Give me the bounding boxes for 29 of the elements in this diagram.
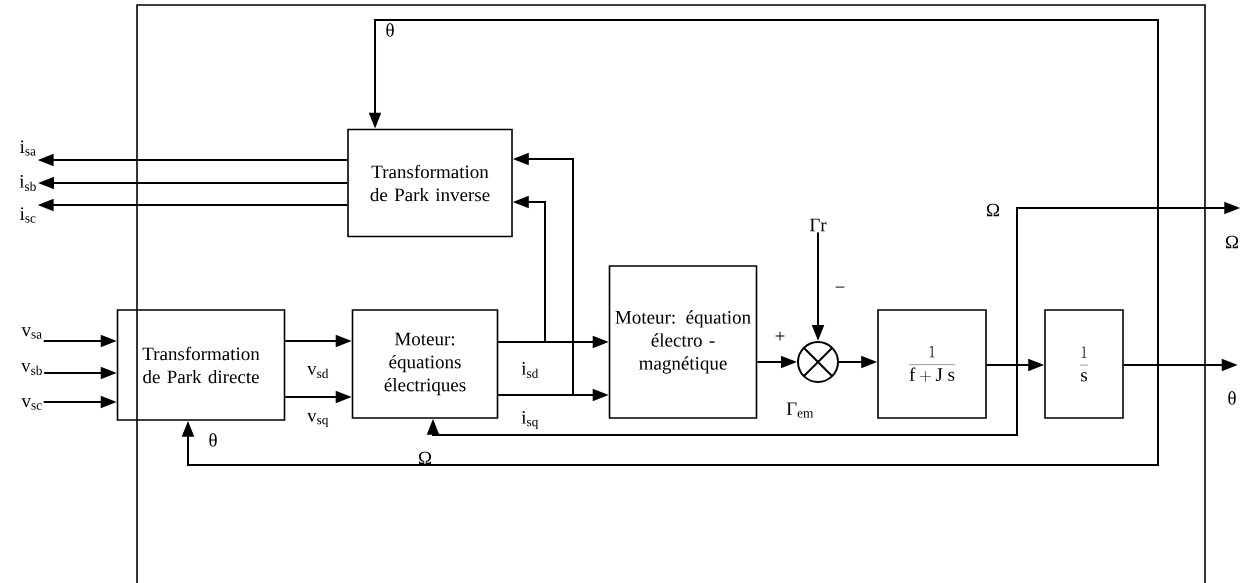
edge-label: v$_{sd}$ xyxy=(307,365,329,379)
edge-label: i$_{sq}$ xyxy=(521,411,539,429)
sign-label: + xyxy=(775,331,785,341)
summing-junction xyxy=(797,341,839,383)
edge-label: Γ$_{em}$ xyxy=(786,402,814,418)
signal-label: Γr xyxy=(809,218,827,232)
arrow xyxy=(426,364,1018,436)
process-box: Transformation de Park directe xyxy=(116,309,286,421)
arrow xyxy=(181,364,1159,466)
edge-label: Ω xyxy=(418,451,432,465)
process-box: Transformation de Park inverse xyxy=(347,128,513,238)
process-box: Moteur: équation électro - magnétique xyxy=(608,265,758,419)
signal-label: i$_{sa}$ xyxy=(20,140,36,156)
process-box: Moteur: équations électriques xyxy=(351,309,499,419)
signal-label: v$_{sc}$ xyxy=(21,398,42,410)
edge-label: θ xyxy=(209,433,217,447)
edge-label: v$_{sq}$ xyxy=(307,412,329,428)
edge-label: θ xyxy=(386,23,394,37)
transfer-function-box: $\frac{1}{\mathrm{f} + \mathrm{J\ s}}$ xyxy=(877,309,987,419)
signal-label: θ xyxy=(1228,391,1236,405)
signal-label: v$_{sb}$ xyxy=(21,362,42,376)
signal-label: Ω xyxy=(1225,235,1239,249)
signal-label: i$_{sb}$ xyxy=(19,175,36,191)
sign-label: − xyxy=(835,286,845,288)
signal-label: v$_{sa}$ xyxy=(21,327,42,339)
transfer-function-box: $\frac{1}{\mathrm{s}}$ xyxy=(1044,309,1124,419)
edge-label: Ω xyxy=(986,203,1000,217)
edge-label: i$_{sd}$ xyxy=(521,362,539,378)
signal-label: i$_{sc}$ xyxy=(20,207,36,223)
